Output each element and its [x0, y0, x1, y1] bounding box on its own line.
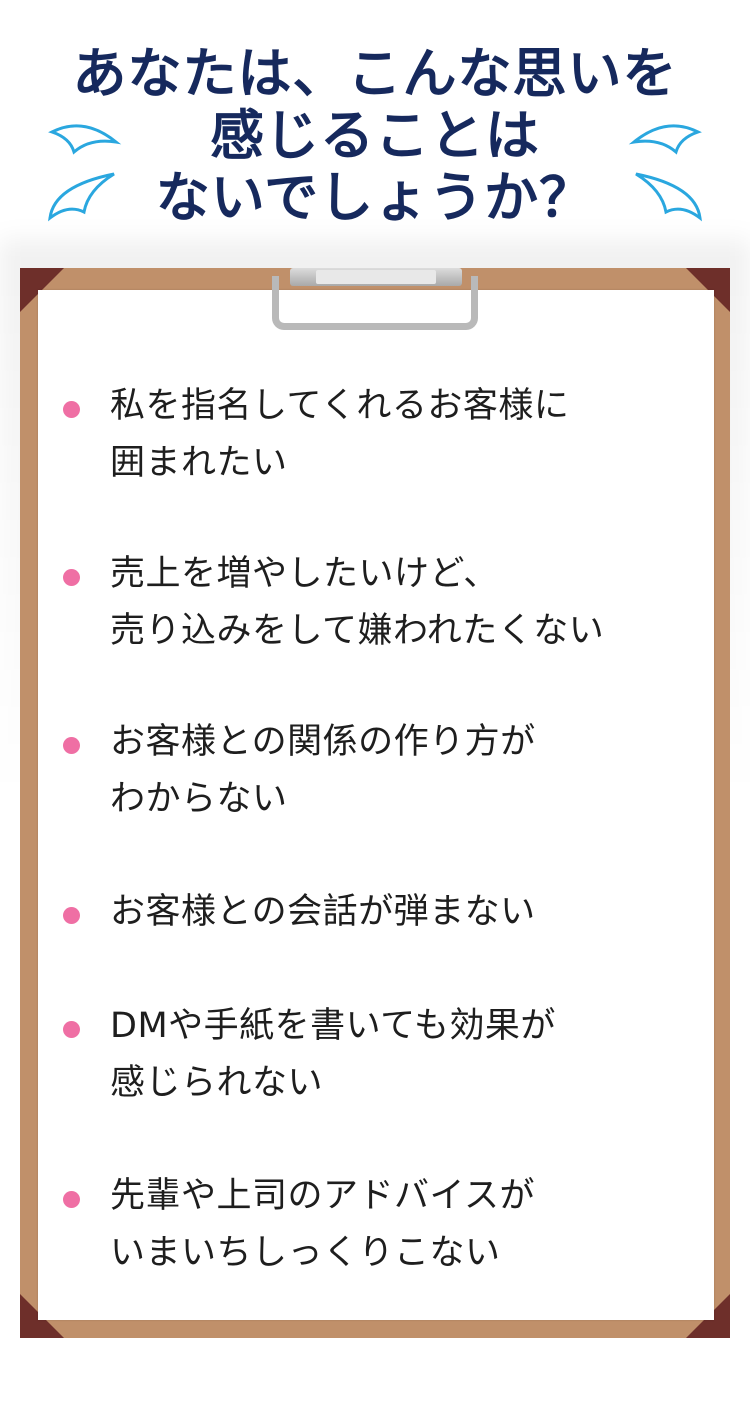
heading-line-1: あなたは、こんな思いを: [72, 41, 678, 105]
clipboard-clip-cap: [316, 270, 436, 284]
list-item: 先輩や上司のアドバイスが いまいちしっくりこない: [60, 1168, 535, 1282]
bullet-icon: [63, 1191, 80, 1208]
list-item: お客様との会話が弾まない: [60, 884, 536, 941]
sweat-drops-right-icon: [628, 124, 702, 222]
list-item-text: 先輩や上司のアドバイスが: [110, 1176, 535, 1216]
list-item: 私を指名してくれるお客様に 囲まれたい: [60, 378, 569, 492]
bullet-icon: [63, 907, 80, 924]
clipboard-clip-icon: [272, 276, 478, 330]
list-item: 売上を増やしたいけど、 売り込みをして嫌われたくない: [60, 546, 604, 660]
heading-line-2: 感じることは: [210, 103, 540, 167]
bullet-icon: [63, 737, 80, 754]
clipboard-paper: [38, 290, 714, 1320]
list-item-text: わからない: [110, 779, 288, 819]
heading-line-3: ないでしょうか？: [155, 165, 595, 229]
list-item-text: 売上を増やしたいけど、: [110, 554, 499, 594]
list-item: お客様との関係の作り方が わからない: [60, 714, 536, 828]
list-item-text: いまいちしっくりこない: [110, 1233, 501, 1273]
list-item-text: DMや手紙を書いても効果が: [110, 1006, 556, 1046]
sweat-drops-left-icon: [48, 124, 122, 222]
bullet-icon: [63, 1021, 80, 1038]
list-item-text: 売り込みをして嫌われたくない: [110, 611, 605, 651]
list-item-text: 感じられない: [110, 1063, 324, 1103]
list-item-text: お客様との関係の作り方が: [110, 722, 536, 762]
bullet-icon: [63, 401, 80, 418]
list-item-text: 私を指名してくれるお客様に: [110, 386, 570, 426]
page-heading: あなたは、こんな思いを 感じることは ないでしょうか？: [0, 42, 750, 228]
bullet-icon: [63, 569, 80, 586]
list-item: DMや手紙を書いても効果が 感じられない: [60, 998, 556, 1112]
list-item-text: 囲まれたい: [110, 443, 288, 483]
list-item-text: お客様との会話が弾まない: [110, 892, 536, 932]
